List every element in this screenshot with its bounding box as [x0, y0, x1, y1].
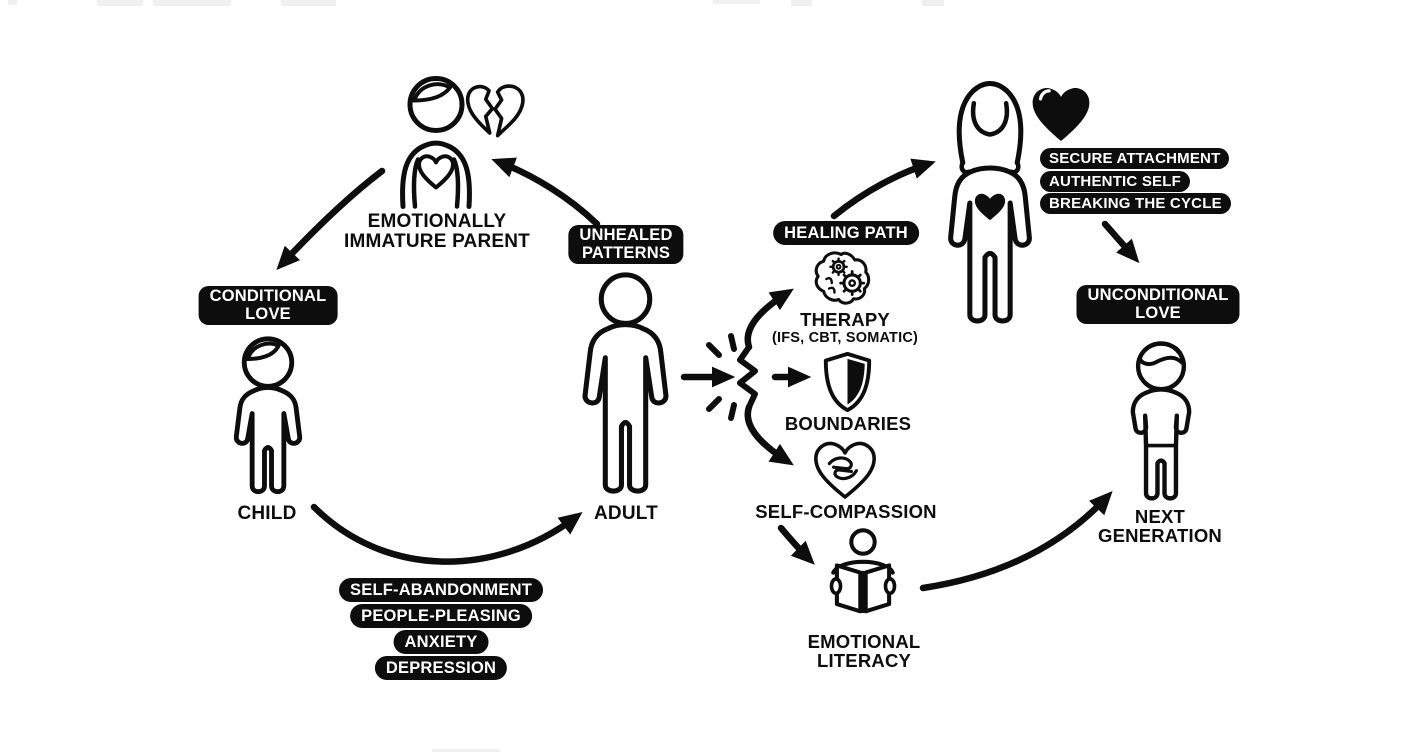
gear-large	[839, 270, 866, 297]
cropped-artifact	[8, 0, 17, 5]
boundaries-label: BOUNDARIES	[784, 413, 912, 434]
hair	[245, 341, 281, 362]
hair	[412, 82, 452, 103]
outcome-badge-breaking-the-cycle: BREAKING THE CYCLE	[1040, 193, 1231, 214]
parent-label: EMOTIONALLY IMMATURE PARENT	[344, 211, 530, 252]
spark-dash	[728, 333, 737, 352]
therapy-sublabel: (IFS, CBT, SOMATIC)	[771, 330, 919, 346]
cropped-artifact	[97, 0, 143, 6]
half-shaded-shield-icon	[823, 351, 872, 413]
hand-lower	[833, 468, 858, 481]
broken-heart-icon	[465, 84, 525, 138]
arrow-emotional-literacy-to-next-generation	[919, 491, 1113, 592]
cropped-artifact	[153, 0, 231, 6]
whole-heart-icon	[1032, 88, 1090, 142]
unconditional-love-badge: UNCONDITIONAL LOVE	[1076, 285, 1240, 324]
face	[970, 100, 1010, 137]
emotional-literacy-label: EMOTIONAL LITERACY	[807, 631, 921, 671]
emotionally-immature-parent-figure	[400, 76, 472, 209]
gear-small	[829, 257, 848, 277]
long-hair	[956, 81, 1024, 166]
adult-figure	[582, 272, 669, 494]
break-crack	[737, 344, 758, 410]
hand	[883, 577, 897, 596]
child-figure	[233, 336, 303, 495]
therapy-label: THERAPY	[800, 309, 890, 330]
cropped-artifact	[432, 749, 500, 752]
wound-badge-depression: DEPRESSION	[374, 656, 508, 680]
arrow-break-to-therapy	[744, 288, 794, 351]
impact-break-icon	[706, 333, 758, 421]
arrow-break-to-self-compassion	[744, 403, 794, 466]
conditional-love-badge: CONDITIONAL LOVE	[198, 286, 338, 325]
chest-heart-filled	[974, 193, 1006, 221]
hands-heart-icon	[814, 441, 876, 499]
healing-path-badge: HEALING PATH	[773, 221, 919, 245]
healed-woman-figure	[948, 81, 1032, 324]
spark-dash	[728, 402, 737, 421]
hand-upper	[827, 456, 853, 471]
heart-highlight	[1038, 89, 1051, 101]
cropped-artifact	[713, 0, 760, 4]
wound-badge-people-pleasing: PEOPLE-PLEASING	[350, 604, 532, 628]
spark-dash	[706, 396, 722, 412]
adult-label: ADULT	[594, 503, 658, 524]
self-compassion-label: SELF-COMPASSION	[755, 501, 937, 522]
hair	[1137, 341, 1185, 367]
outcome-badge-authentic-self: AUTHENTIC SELF	[1040, 171, 1190, 192]
brain-with-gears-icon	[814, 251, 871, 305]
child-label: CHILD	[237, 503, 297, 524]
spark-dash	[706, 342, 722, 358]
arrow-parent-to-conditional-love	[276, 167, 386, 270]
chest-heart-outline	[417, 154, 455, 190]
cropped-artifact	[791, 0, 812, 6]
outcome-badge-secure-attachment: SECURE ATTACHMENT	[1040, 148, 1230, 169]
person-reading-book-icon	[829, 528, 897, 614]
hand	[829, 577, 843, 596]
cropped-artifact	[281, 0, 336, 6]
unhealed-patterns-badge: UNHEALED PATTERNS	[568, 225, 684, 264]
next-generation-label: NEXT GENERATION	[1098, 506, 1222, 546]
wound-badge-self-abandonment: SELF-ABANDONMENT	[339, 578, 543, 602]
wound-badge-anxiety: ANXIETY	[393, 630, 489, 654]
arrow-child-to-adult	[310, 503, 583, 565]
arrow-self-compassion-to-emotional-literacy	[777, 524, 815, 565]
arrow-unhealed-to-parent	[491, 157, 601, 228]
cropped-artifact	[922, 0, 944, 6]
arrow-healing-path-to-healed-adult	[830, 158, 936, 220]
next-generation-child-figure	[1130, 341, 1192, 501]
arrow-outcomes-to-unconditional-love	[1101, 220, 1140, 264]
